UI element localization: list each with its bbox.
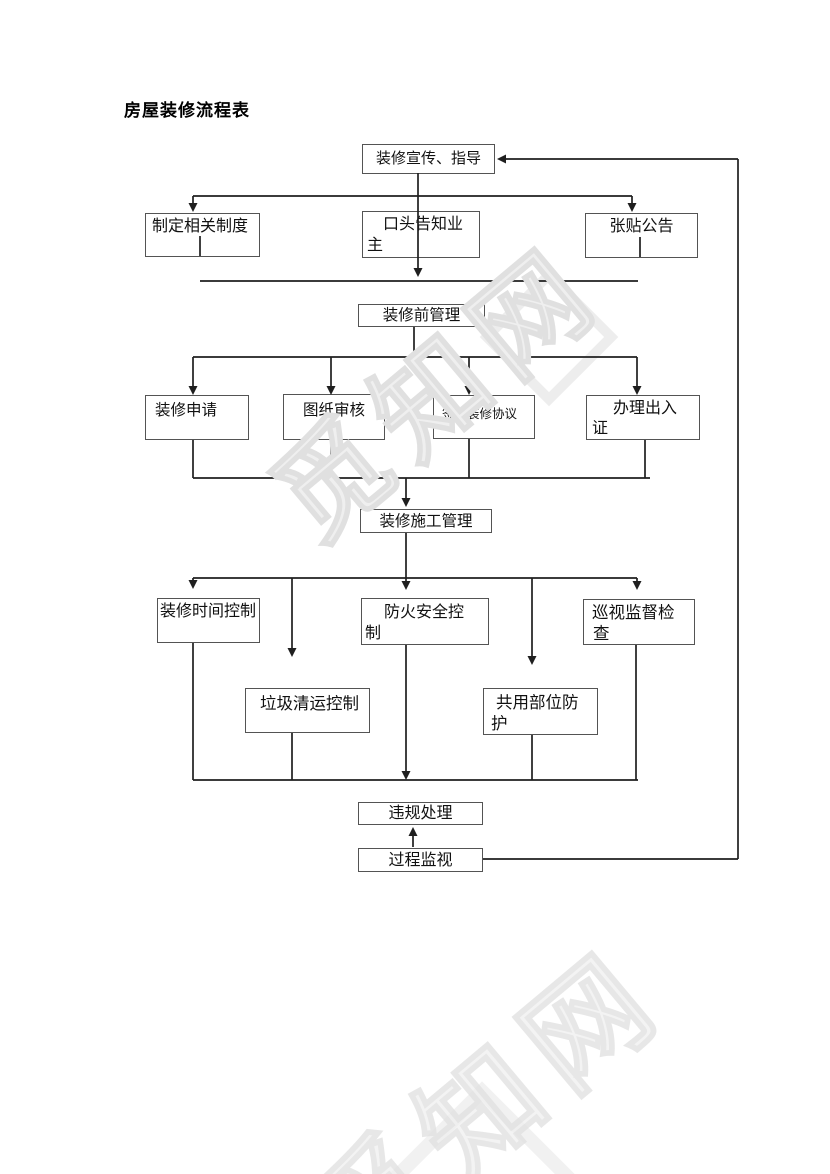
watermark-diamond-icon [479,267,619,407]
node-fire-safety-control: 防火安全控 制 [361,598,489,645]
node-garbage-removal-control: 垃圾清运控制 [245,688,370,733]
node-access-pass: 办理出入 证 [586,395,700,440]
node-pre-renovation-management: 装修前管理 [358,304,485,327]
node-sign-renovation-agreement: 签订装修协议 [433,395,535,439]
node-construction-management: 装修施工管理 [360,509,492,533]
node-violation-handling: 违规处理 [358,802,483,825]
node-common-area-protection: 共用部位防 护 [483,688,598,735]
node-drawing-review: 图纸审核 [283,394,385,440]
watermark: 觅知网 [286,923,691,1174]
watermark-diamond-icon [377,1081,587,1174]
node-post-notice: 张贴公告 [585,213,698,258]
node-patrol-supervision-inspection: 巡视监督检 查 [583,599,695,645]
node-process-monitoring: 过程监视 [358,848,483,872]
page-title: 房屋装修流程表 [124,101,250,120]
node-verbal-notice-owner: 口头告知业 主 [362,211,480,258]
node-renovation-application: 装修申请 [145,395,249,440]
node-renovation-publicity-guidance: 装修宣传、指导 [362,144,495,174]
node-renovation-time-control: 装修时间控制 [157,598,260,643]
node-formulate-rules: 制定相关制度 [145,213,260,257]
